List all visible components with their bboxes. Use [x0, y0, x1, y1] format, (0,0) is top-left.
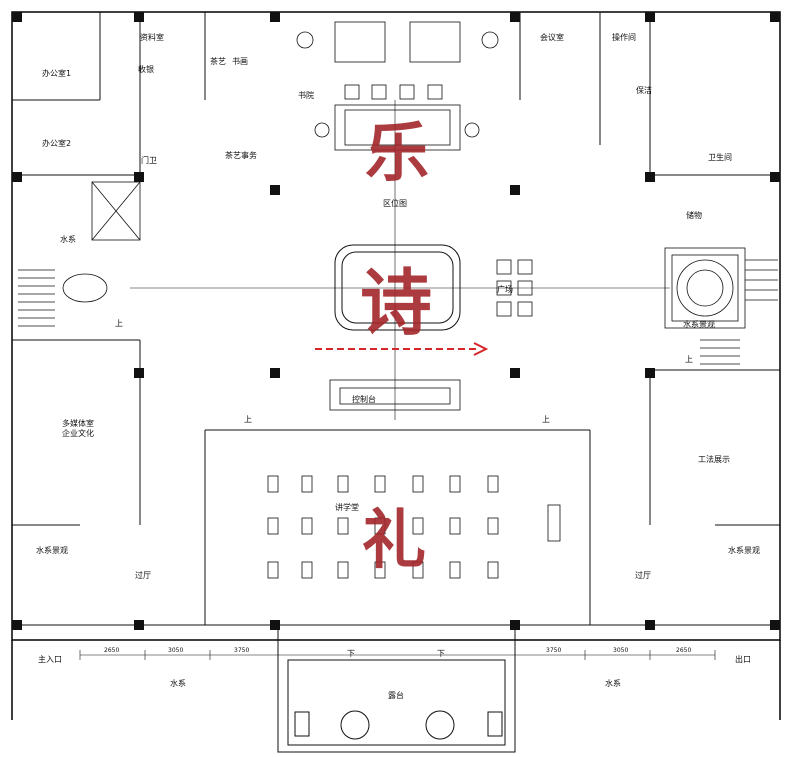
- label-water-view-left: 水系景观: [36, 545, 68, 555]
- label-multimedia-1: 多媒体室: [62, 418, 94, 428]
- plaza-blocks: [496, 259, 533, 317]
- label-meeting: 会议室: [540, 32, 564, 42]
- label-down-right: 下: [437, 649, 445, 658]
- label-hall-right: 过厅: [635, 570, 651, 580]
- label-storage: 储物: [686, 210, 702, 220]
- label-control: 控制台: [352, 394, 376, 404]
- axis-lines: [130, 100, 670, 420]
- dim-5: 3050: [613, 647, 628, 654]
- control-desk: [329, 379, 461, 411]
- label-cashier: 收银: [138, 64, 154, 74]
- dim-2: 3050: [168, 647, 183, 654]
- label-toilet: 卫生间: [708, 152, 732, 162]
- rock-feature-left: [62, 273, 108, 303]
- label-down-left: 下: [347, 649, 355, 658]
- label-up-mid-right: 上: [542, 415, 550, 424]
- label-water-bottom-right: 水系: [605, 678, 621, 688]
- elevator: [91, 181, 141, 241]
- outer-walls: [11, 11, 781, 720]
- label-tea-room: 茶艺事务: [225, 150, 257, 160]
- label-entrance: 主入口: [38, 654, 62, 664]
- label-lecture: 讲学堂: [335, 502, 359, 512]
- label-zone: 区位图: [383, 198, 407, 208]
- dimension-line: [79, 650, 716, 660]
- calligraphy-top: 乐: [365, 116, 429, 191]
- lounge-furniture: [296, 21, 499, 151]
- dim-3: 3750: [234, 647, 249, 654]
- label-pavilion: 广场: [497, 284, 513, 294]
- label-up-mid-left: 上: [244, 415, 252, 424]
- room-labels: 办公室1 办公室2 资料室 收银 茶艺 书画 书院 门卫 茶艺事务 水系 会议室…: [36, 32, 760, 700]
- calligraphy: 乐 诗 礼: [360, 116, 432, 578]
- label-guard: 门卫: [141, 155, 157, 165]
- label-archive: 资料室: [140, 32, 164, 42]
- label-office1: 办公室1: [42, 68, 71, 78]
- lecture-desks: [267, 475, 561, 579]
- dimension-labels: 2650 3050 3750 3750 3050 2650: [104, 647, 691, 654]
- label-water-right: 水系景观: [683, 319, 715, 329]
- label-up-right: 上: [685, 355, 693, 364]
- label-tea: 茶艺: [210, 56, 226, 66]
- label-hall-left: 过厅: [135, 570, 151, 580]
- label-multimedia-2: 企业文化: [62, 428, 94, 438]
- calligraphy-mid: 诗: [360, 260, 432, 345]
- label-study2: 书院: [298, 90, 314, 100]
- label-study: 书画: [232, 56, 248, 66]
- circulation-arrow: [315, 342, 489, 356]
- label-exhibit: 工法展示: [698, 454, 730, 464]
- label-platform: 露台: [388, 690, 404, 700]
- dim-6: 2650: [676, 647, 691, 654]
- central-plaza: [334, 244, 461, 331]
- label-keep: 保洁: [636, 85, 652, 95]
- label-office2: 办公室2: [42, 138, 71, 148]
- label-exit: 出口: [735, 654, 751, 664]
- dim-1: 2650: [104, 647, 119, 654]
- label-water-view-right: 水系景观: [728, 545, 760, 555]
- stairs: [18, 259, 778, 365]
- label-operation: 操作间: [612, 32, 636, 42]
- label-up-left: 上: [115, 319, 123, 328]
- water-feature-right: [664, 247, 746, 329]
- calligraphy-bottom: 礼: [362, 503, 426, 578]
- bottom-platform: [277, 624, 516, 753]
- label-water-left: 水系: [60, 234, 76, 244]
- label-water-bottom-left: 水系: [170, 678, 186, 688]
- dim-4: 3750: [546, 647, 561, 654]
